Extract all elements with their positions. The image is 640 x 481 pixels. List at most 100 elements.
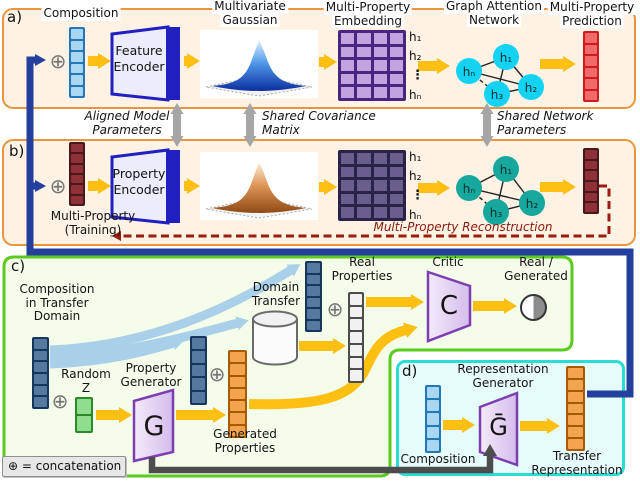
cell [34,374,47,384]
feature-encoder-shape [110,25,180,102]
graph-attention-network-b: h₁ hₙ h₃ h₂ [456,156,545,225]
cell [357,207,371,218]
cell [192,351,205,363]
property-encoder-label: Property Encoder [112,166,166,197]
cell [389,33,403,44]
cell [357,46,371,58]
property-generator-shape [132,388,175,463]
cell [389,180,403,191]
gat-a-label-h2: h₂ [525,81,538,95]
cell [585,203,597,213]
arrow-c-comp-transferred [49,264,301,355]
cell [341,180,355,191]
gat-a-label-hn: hₙ [463,65,476,79]
cell [357,73,371,85]
cell [389,207,403,218]
real-properties-vector [348,292,364,383]
cell [389,153,403,164]
cell [350,319,362,331]
cell [341,73,355,85]
cell [192,364,205,377]
multivariate-gaussian-orange [200,152,318,220]
concat-symbol-z: ⊕ [51,389,69,413]
cell [389,166,403,178]
cell [568,415,583,426]
representation-generator-title: Representation Generator [457,362,549,390]
embedding-title: Multi-Property Embedding [323,0,413,28]
cell [357,60,371,71]
cell [307,309,320,319]
cell [373,46,387,58]
cell [389,87,403,98]
transfer-domain-composition-vector [32,337,49,409]
cell [357,153,371,164]
cell [585,192,597,202]
cell [341,153,355,164]
property-generator-label: Property Generator [120,361,182,389]
cell [373,166,387,178]
row-label: h₁ [409,150,422,164]
cell [230,376,245,387]
cell [307,320,320,330]
cell [71,86,83,96]
generated-properties-label: Generated Properties [213,427,277,455]
real-properties-label: Real Properties [331,255,393,283]
cell [585,44,597,54]
domain-transfer-cylinder [252,310,298,366]
cell [192,338,205,350]
representation-generator-letter: Ḡ [489,413,508,441]
cell [341,207,355,218]
cell [341,166,355,178]
reconstruction-label: Multi-Property Reconstruction [373,220,553,234]
transfer-domain-composition-label: Composition in Transfer Domain [19,282,95,323]
cell [585,90,597,100]
cell [373,60,387,71]
cell [585,79,597,89]
transfer-representation-connector [26,54,634,398]
cell [230,425,245,436]
transfer-representation-vector [566,366,585,451]
gat-b-node-hn [456,175,482,201]
panel-a-tag: a) [7,8,23,26]
cell [71,185,83,194]
reconstruction-output-vector [583,148,599,214]
gat-b-node-h3 [483,199,509,225]
gat-b-label-hn: hₙ [463,182,476,196]
generator-weight-sharing-connector [148,444,497,474]
gat-a-node-h3 [484,81,510,107]
cell [427,413,439,425]
cell [34,339,47,349]
cell [389,46,403,58]
cell [71,29,83,39]
cell [373,73,387,85]
cell [585,182,597,191]
embedding-rows-a: h₁ h₂ ⋮ hₙ [408,31,429,101]
gat-b-label-h1: h₁ [500,163,513,177]
cell [77,399,91,414]
cell [192,378,205,390]
shared-covariance-label: Shared Covariance Matrix [262,109,376,137]
multivariate-gaussian-title: Multivariate Gaussian [212,0,288,27]
cell [341,60,355,71]
cell [568,368,583,378]
cell [307,297,320,307]
reconstruction-dashed-arrow [112,184,611,241]
cell [34,385,47,396]
cell [307,274,320,284]
cell [71,63,83,73]
gat-b-node-h2 [519,190,545,216]
cell [230,352,245,363]
concatenation-legend: ⊕ = concatenation [2,456,126,477]
cell [568,403,583,414]
critic-label: Critic [432,255,464,269]
feature-encoder-label: Feature Encoder [113,43,165,74]
concat-symbol-a: ⊕ [49,49,67,73]
cell [77,416,91,431]
row-label: h₁ [409,30,422,44]
cell [357,193,371,205]
cell [71,52,83,62]
row-label: hₙ [409,207,422,222]
